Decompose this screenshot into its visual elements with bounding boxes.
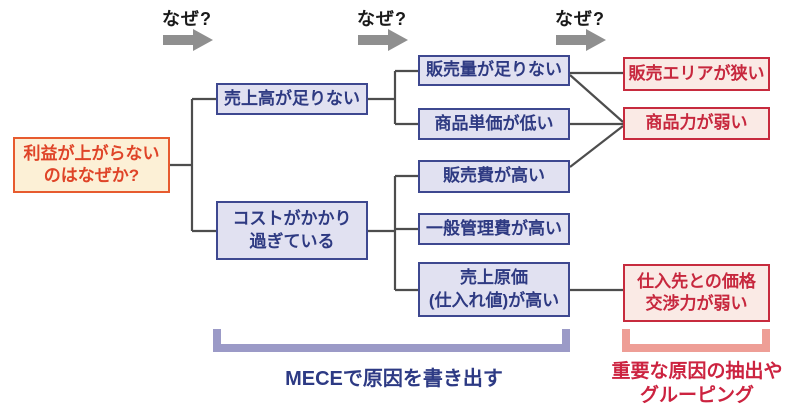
why-label-1: なぜ?	[162, 9, 212, 29]
node-admin-expenses-high: 一般管理費が高い	[418, 213, 570, 245]
arrow-right-icon	[163, 29, 213, 51]
arrow-right-icon	[556, 29, 606, 51]
node-cogs-high: 売上原価 (仕入れ値)が高い	[418, 262, 570, 317]
node-sales-insufficient: 売上高が足りない	[216, 83, 368, 115]
why-label-3: なぜ?	[555, 9, 605, 29]
node-unit-price-low: 商品単価が低い	[418, 108, 570, 140]
node-sales-volume-low: 販売量が足りない	[418, 55, 570, 86]
grouping-caption: 重要な原因の抽出や グルーピング	[611, 361, 783, 407]
node-selling-expenses-high: 販売費が高い	[418, 160, 570, 193]
grouping-bracket	[622, 329, 770, 352]
why-label-2: なぜ?	[357, 9, 407, 29]
mece-bracket	[213, 329, 570, 352]
arrow-right-icon	[358, 29, 408, 51]
node-costs-too-high: コストがかかり 過ぎている	[216, 201, 368, 260]
node-supplier-negotiation-weak: 仕入先との価格 交渉力が弱い	[623, 264, 770, 322]
mece-caption: MECEで原因を書き出す	[285, 368, 503, 390]
node-root-problem: 利益が上がらない のはなぜか?	[13, 137, 170, 193]
node-sales-area-narrow: 販売エリアが狭い	[623, 57, 770, 91]
node-product-power-weak: 商品力が弱い	[623, 107, 770, 140]
